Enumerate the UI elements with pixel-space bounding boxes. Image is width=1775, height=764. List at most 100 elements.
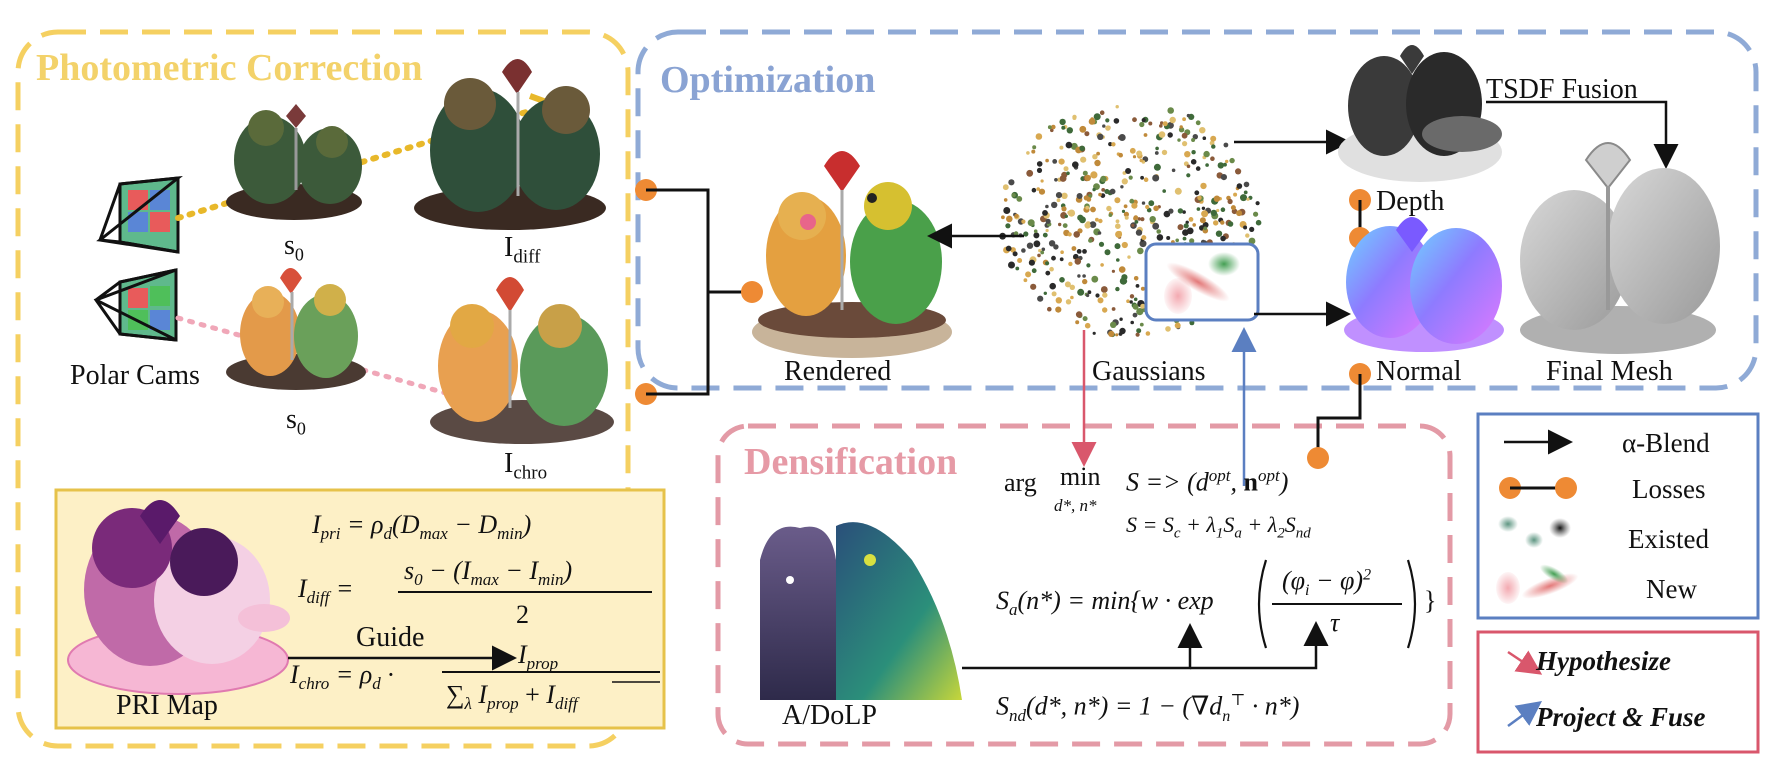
gaussian-point (1129, 294, 1135, 299)
gaussian-point (1158, 131, 1166, 138)
gaussian-point (1008, 179, 1015, 186)
gaussian-point (1124, 215, 1129, 220)
gaussian-point (1095, 217, 1099, 222)
eq-diff-lhs: Idiff = (298, 574, 354, 608)
gaussian-point (1114, 197, 1121, 204)
gaussian-point (1014, 213, 1019, 219)
gaussian-point (1129, 300, 1133, 304)
gaussian-point (1011, 193, 1016, 198)
gaussian-point (1127, 255, 1131, 259)
gaussian-point (1141, 235, 1147, 241)
gaussian-point (1243, 190, 1248, 195)
gaussian-point (1210, 156, 1215, 161)
gaussian-point (1119, 277, 1127, 285)
gaussian-point (1095, 293, 1100, 298)
gaussian-point (1045, 228, 1049, 233)
gaussian-point (1100, 263, 1104, 267)
s0-bottom-image (226, 268, 366, 390)
gaussian-point (1101, 188, 1106, 192)
gaussian-point (1156, 229, 1161, 234)
gaussian-point (1211, 144, 1216, 149)
gaussian-point (1230, 205, 1236, 211)
gaussian-point (1108, 330, 1115, 337)
gaussian-point (1048, 240, 1056, 247)
gaussian-point (1021, 219, 1026, 224)
eq-chro-denominator: ∑λ Iprop + Idiff (446, 680, 578, 714)
gaussian-point (1139, 322, 1144, 327)
gaussian-point (1073, 253, 1079, 260)
gaussian-point (1098, 241, 1105, 247)
gaussian-point (1061, 206, 1067, 212)
gaussian-point (1033, 232, 1040, 239)
gaussian-point (1195, 120, 1201, 126)
gaussian-point (1143, 177, 1149, 182)
legend-existed-gaussian-3 (1549, 518, 1571, 538)
gaussian-point (1097, 297, 1104, 304)
gaussian-point (1085, 205, 1090, 210)
gaussian-point (1148, 121, 1153, 126)
loss-dot-densification (1307, 447, 1329, 469)
gaussian-point (1118, 134, 1126, 141)
arrow-adolp-to-sa-w (962, 623, 1203, 670)
gaussian-point (1001, 215, 1005, 220)
gaussian-point (1200, 182, 1207, 190)
gaussian-point (1008, 261, 1015, 269)
label-s0-top: s0 (284, 230, 304, 265)
gaussian-point (1116, 258, 1120, 262)
gaussian-point (1167, 107, 1174, 114)
gaussian-point (1203, 226, 1208, 231)
gaussian-point (1243, 181, 1250, 188)
gaussian-point (1066, 171, 1070, 176)
gaussian-point (1146, 207, 1152, 213)
gaussian-point (1177, 208, 1184, 214)
gaussian-point (1168, 208, 1174, 214)
gaussian-point (1030, 283, 1037, 290)
gaussian-point (1040, 179, 1044, 183)
gaussian-point (1088, 118, 1096, 125)
gaussian-point (1059, 145, 1064, 150)
gaussian-point (1104, 249, 1111, 256)
label-tsdf-fusion: TSDF Fusion (1486, 74, 1638, 105)
gaussian-point (1092, 187, 1096, 192)
gaussian-point (1066, 127, 1074, 134)
gaussian-point (1093, 113, 1101, 121)
gaussian-point (1031, 268, 1037, 274)
gaussian-point (1097, 133, 1104, 140)
gaussian-point (1075, 320, 1080, 325)
gaussian-point (1255, 201, 1260, 206)
gaussian-point (1236, 183, 1243, 189)
gaussian-point (1167, 132, 1173, 138)
gaussian-point (1047, 125, 1052, 130)
gaussian-point (1108, 213, 1113, 218)
label-normal: Normal (1376, 356, 1462, 387)
gaussian-point (1220, 235, 1226, 242)
gaussian-point (1061, 192, 1068, 199)
legend-new-gaussian-3 (1539, 564, 1569, 584)
gaussian-point (1064, 281, 1071, 288)
gaussian-point (1190, 159, 1197, 165)
gaussian-point (1084, 131, 1090, 137)
gaussian-point (1054, 178, 1058, 182)
gaussian-point (1177, 224, 1184, 231)
gaussian-point (1177, 138, 1181, 142)
gaussian-point (1070, 295, 1074, 300)
gaussian-point (1246, 197, 1250, 201)
depth-image (1338, 45, 1502, 182)
eq-chro-lhs: Ichro = ρd · (290, 660, 394, 694)
gaussian-point (1215, 230, 1223, 237)
gaussian-point (1027, 219, 1035, 227)
gaussian-point (1063, 166, 1069, 172)
gaussian-point (1134, 220, 1139, 224)
final-mesh-image (1520, 142, 1720, 354)
gaussian-point (1160, 121, 1164, 125)
gaussian-point (1064, 214, 1069, 218)
gaussian-point (1045, 218, 1051, 224)
gaussian-point (1077, 274, 1081, 278)
eq-prop: Iprop (518, 640, 559, 674)
gaussian-point (1137, 247, 1144, 255)
gaussian-point (1132, 117, 1137, 123)
gaussian-point (1132, 312, 1138, 318)
gaussian-point (1016, 196, 1023, 202)
gaussian-point (1042, 210, 1048, 216)
normal-image (1344, 217, 1504, 352)
